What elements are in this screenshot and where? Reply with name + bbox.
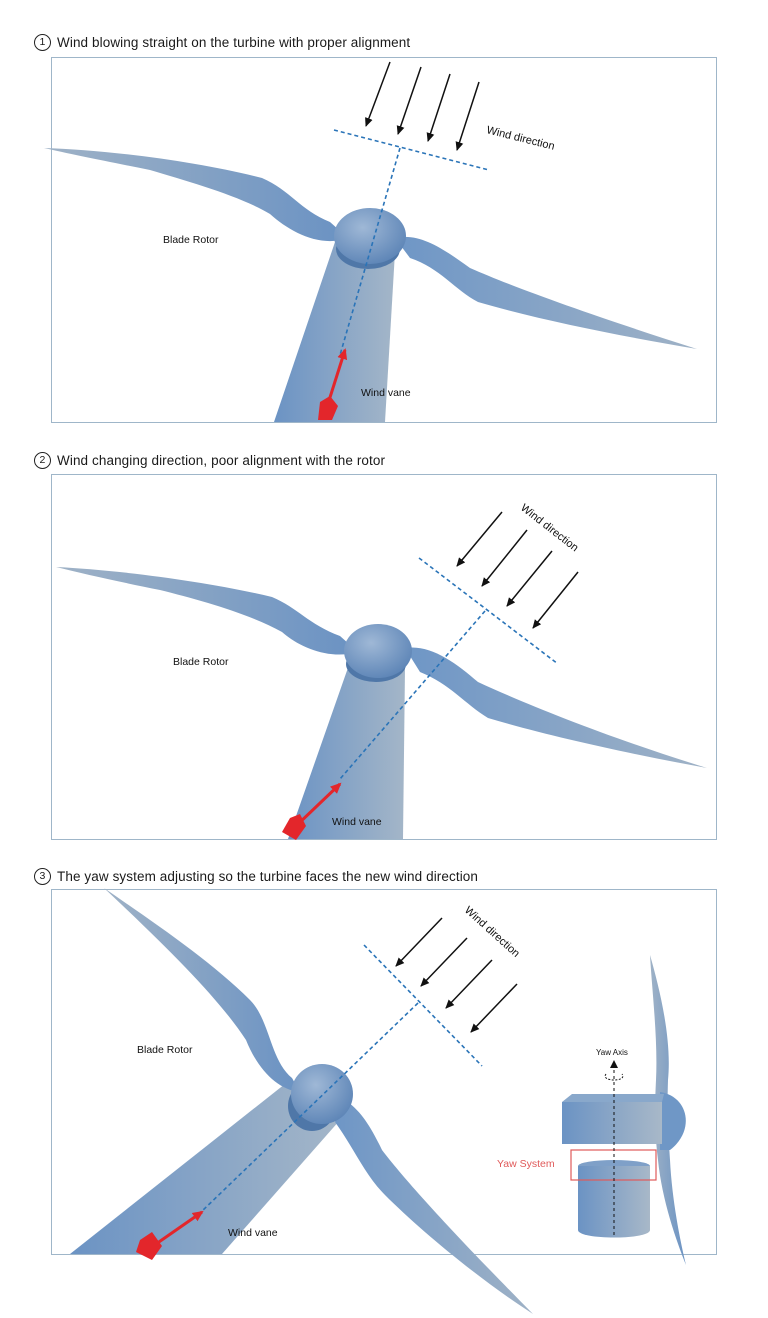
caption-2: 2 Wind changing direction, poor alignmen… bbox=[34, 452, 385, 469]
caption-3-text: The yaw system adjusting so the turbine … bbox=[57, 869, 479, 884]
tower-3 bbox=[70, 1080, 340, 1254]
panel-1-illustration: Wind direction Blade Rotor Wind vane bbox=[44, 61, 697, 422]
wind-arrow-3b bbox=[420, 937, 468, 987]
wind-vane-label-3: Wind vane bbox=[228, 1227, 278, 1239]
wind-vane-3 bbox=[155, 1210, 204, 1246]
wind-direction-label-1: Wind direction bbox=[485, 124, 556, 153]
wind-arrow-1a bbox=[365, 61, 391, 127]
wind-front-line-3 bbox=[363, 944, 483, 1067]
rotor-axis-line-3 bbox=[199, 1002, 419, 1214]
nacelle-top bbox=[562, 1094, 664, 1102]
step-number-3: 3 bbox=[34, 868, 51, 885]
yaw-axis-arrowhead bbox=[610, 1060, 618, 1068]
blade-left-1 bbox=[44, 148, 348, 242]
side-tower bbox=[578, 1166, 650, 1238]
wind-arrow-2c bbox=[506, 550, 553, 607]
wind-vane-tail-2 bbox=[282, 814, 306, 840]
yaw-system-label: Yaw System bbox=[497, 1158, 555, 1170]
caption-2-text: Wind changing direction, poor alignment … bbox=[57, 453, 386, 468]
wind-direction-label-2: Wind direction bbox=[518, 502, 580, 554]
blade-rotor-label-2: Blade Rotor bbox=[173, 656, 229, 668]
wind-direction-label-3: Wind direction bbox=[462, 904, 522, 960]
hub-3 bbox=[291, 1064, 353, 1124]
blade-upper-3 bbox=[104, 888, 300, 1092]
caption-3: 3 The yaw system adjusting so the turbin… bbox=[34, 868, 478, 885]
wind-arrow-1c bbox=[426, 73, 451, 142]
blade-right-1 bbox=[395, 236, 697, 349]
yaw-rotation-icon bbox=[604, 1073, 624, 1081]
tower-1 bbox=[274, 242, 395, 422]
blade-right-2 bbox=[405, 647, 707, 768]
step-number-1: 1 bbox=[34, 34, 51, 51]
wind-vane-label-2: Wind vane bbox=[332, 816, 382, 828]
rotor-axis-line-2 bbox=[339, 610, 486, 780]
wind-front-line-2 bbox=[418, 557, 559, 665]
hub-2 bbox=[344, 624, 412, 678]
panel-2-illustration: Wind direction Blade Rotor Wind vane bbox=[56, 502, 707, 840]
nacelle-box bbox=[562, 1102, 662, 1144]
wind-arrow-3d bbox=[470, 983, 518, 1033]
hub-1 bbox=[334, 208, 406, 264]
side-blade bbox=[650, 955, 686, 1265]
caption-1-text: Wind blowing straight on the turbine wit… bbox=[57, 35, 411, 50]
blade-rotor-label-3: Blade Rotor bbox=[137, 1044, 193, 1056]
wind-vane-tail-1 bbox=[318, 396, 338, 420]
blade-left-2 bbox=[56, 567, 358, 655]
yaw-axis-label: Yaw Axis bbox=[596, 1048, 628, 1057]
wind-arrow-1b bbox=[396, 66, 422, 135]
panel-3-illustration: Wind direction Blade Rotor Wind vane Yaw… bbox=[70, 888, 686, 1314]
tower-2 bbox=[288, 662, 405, 839]
side-nose bbox=[660, 1092, 686, 1150]
rotor-axis-line-1 bbox=[339, 147, 401, 356]
yaw-system-inset: Yaw Axis Yaw System bbox=[497, 955, 686, 1265]
blade-rotor-label-1: Blade Rotor bbox=[163, 234, 219, 246]
wind-arrow-3c bbox=[445, 959, 493, 1009]
panel-2-frame bbox=[51, 474, 717, 840]
wind-vane-tail-3 bbox=[136, 1232, 162, 1260]
wind-arrow-2a bbox=[456, 511, 503, 567]
wind-vane-label-1: Wind vane bbox=[361, 387, 411, 399]
wind-front-line-1 bbox=[333, 129, 490, 171]
step-number-2: 2 bbox=[34, 452, 51, 469]
panel-1-frame bbox=[51, 57, 717, 423]
wind-vane-2 bbox=[294, 782, 342, 828]
wind-arrow-1d bbox=[455, 81, 480, 151]
blade-lower-3 bbox=[335, 1100, 533, 1314]
wind-arrow-2d bbox=[532, 571, 579, 629]
wind-arrow-3a bbox=[395, 917, 443, 967]
panel-3-frame bbox=[51, 889, 717, 1255]
wind-arrow-2b bbox=[481, 529, 528, 587]
caption-1: 1 Wind blowing straight on the turbine w… bbox=[34, 34, 410, 51]
